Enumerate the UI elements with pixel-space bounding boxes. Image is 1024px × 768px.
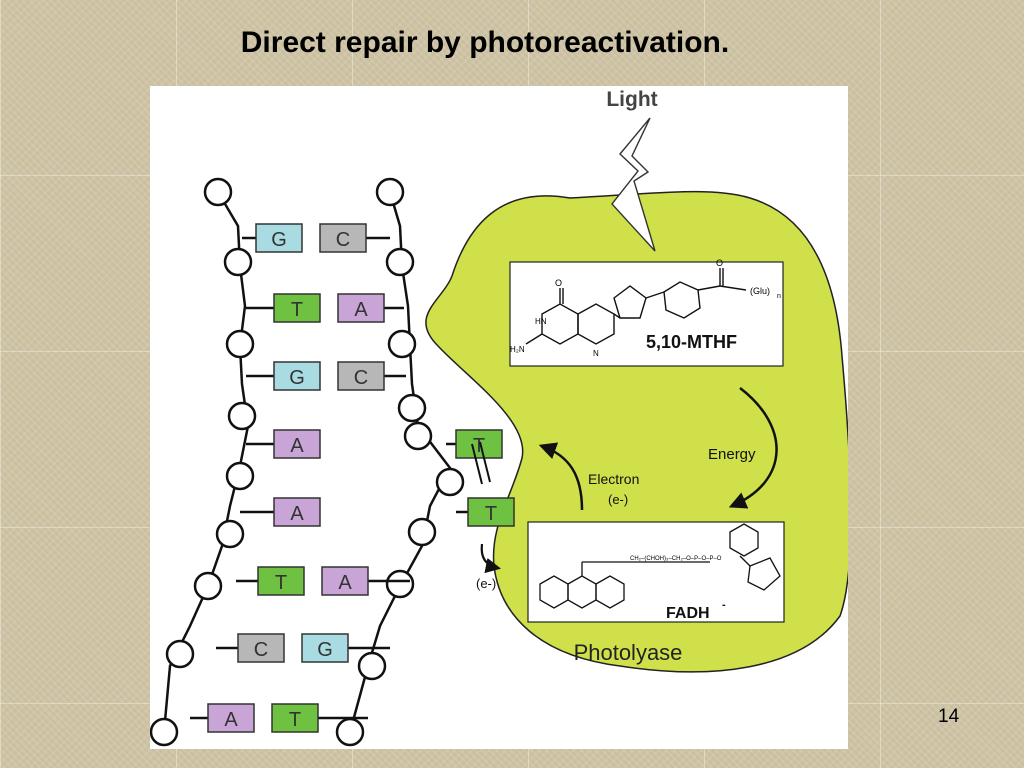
base-letter-right-7: T [289, 709, 301, 731]
electron-symbol: (e-) [608, 492, 628, 507]
slide-title: Direct repair by photoreactivation. [240, 26, 730, 59]
base-box-left-0 [255, 223, 303, 253]
base-letter-left-0: G [271, 229, 287, 251]
electron-arrow [538, 442, 584, 511]
base-letter-right-5: A [338, 572, 352, 594]
base-box-left-4 [273, 497, 321, 527]
fadh-charge: - [722, 599, 726, 611]
photolyase-label: Photolyase [574, 640, 683, 665]
sugar-node-right-5 [435, 467, 465, 497]
lightning-bolt-icon [611, 117, 656, 252]
sugar-node-left-5 [215, 519, 245, 549]
base-box-right-7 [271, 703, 319, 733]
energy-label: Energy [708, 446, 756, 463]
mthf-chemical-structure [525, 268, 747, 345]
sugar-node-right-1 [385, 247, 415, 277]
dna-sugar-nodes [150, 177, 465, 747]
base-box-right-2 [337, 361, 385, 391]
base-box-right-5 [321, 566, 369, 596]
chem-atom-o1: O [555, 278, 562, 288]
sugar-node-left-4 [225, 461, 255, 491]
photoreactivation-figure: Light HN H₂N O O [150, 86, 848, 749]
sugar-node-right-7 [385, 569, 415, 599]
energy-arrow [728, 387, 778, 509]
glu-subscript: n [777, 293, 781, 300]
light-label: Light [606, 88, 657, 111]
thymine-dimer-bond [471, 441, 491, 485]
base-letter-right-4: T [485, 503, 497, 525]
sugar-node-left-0 [203, 177, 233, 207]
sugar-node-left-6 [193, 571, 223, 601]
base-box-left-2 [273, 361, 321, 391]
sugar-node-right-9 [335, 717, 365, 747]
sugar-node-right-4 [403, 421, 433, 451]
base-letter-right-0: C [336, 229, 350, 251]
mthf-structure-box: HN H₂N O O N (Glu) n 5,10-MTHF [509, 258, 784, 367]
base-letter-right-2: C [354, 367, 368, 389]
sugar-node-right-2 [387, 329, 417, 359]
sugar-node-left-1 [223, 247, 253, 277]
sugar-node-right-3 [397, 393, 427, 423]
base-letter-right-6: G [317, 639, 333, 661]
base-box-right-4 [467, 497, 515, 527]
base-box-right-6 [301, 633, 349, 663]
base-box-left-5 [257, 566, 305, 596]
base-letter-left-6: C [254, 639, 268, 661]
base-letter-left-2: G [289, 367, 305, 389]
base-box-left-6 [237, 633, 285, 663]
sugar-node-right-8 [357, 651, 387, 681]
sugar-node-right-0 [375, 177, 405, 207]
base-letter-right-1: A [354, 299, 368, 321]
sugar-node-left-3 [227, 401, 257, 431]
electron-label: Electron [588, 471, 639, 487]
sugar-node-left-8 [150, 717, 179, 747]
electron-symbol-2: (e-) [476, 576, 496, 591]
sugar-node-left-2 [225, 329, 255, 359]
base-box-right-1 [337, 293, 385, 323]
base-letter-left-3: A [290, 435, 304, 457]
mthf-label: 5,10-MTHF [646, 332, 737, 352]
sugar-node-left-7 [165, 639, 195, 669]
sugar-node-right-6 [407, 517, 437, 547]
chem-atom-h2n: H₂N [510, 345, 525, 354]
base-box-left-3 [273, 429, 321, 459]
fadh-label: FADH [666, 605, 710, 622]
base-letter-left-1: T [291, 299, 303, 321]
slide-number: 14 [938, 706, 960, 727]
chem-chain-label: CH₂–(CHOH)₃–CH₂–O–P–O–P–O [630, 556, 722, 562]
base-box-left-1 [273, 293, 321, 323]
base-box-right-0 [319, 223, 367, 253]
base-box-left-7 [207, 703, 255, 733]
base-letter-left-7: A [224, 709, 238, 731]
fadh-chemical-structure [539, 523, 781, 609]
electron-to-dna-arrow [480, 543, 502, 574]
glu-label: (Glu) [750, 286, 770, 296]
fadh-structure-box: CH₂–(CHOH)₃–CH₂–O–P–O–P–O FADH - [527, 521, 785, 623]
chem-atom-n-h: N [593, 349, 599, 358]
base-box-right-3 [455, 429, 503, 459]
chem-atom-hn: HN [535, 317, 547, 326]
base-letter-left-4: A [290, 503, 304, 525]
chem-atom-o2: O [716, 258, 723, 268]
diagram-canvas: Light HN H₂N O O [150, 88, 848, 747]
base-letter-left-5: T [275, 572, 287, 594]
